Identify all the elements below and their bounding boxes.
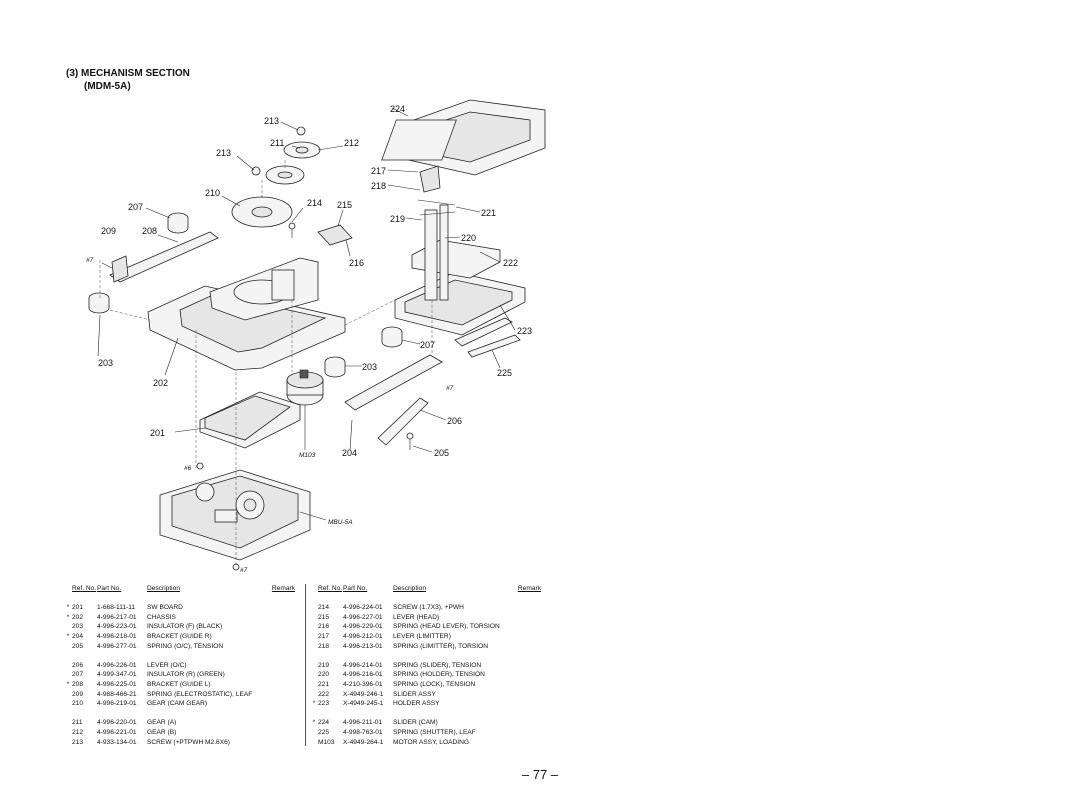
callout-224: 224 bbox=[390, 104, 405, 114]
section-title: (3) MECHANISM SECTION (MDM-5A) bbox=[66, 67, 190, 93]
callout-210: 210 bbox=[205, 188, 220, 198]
callout-225: 225 bbox=[497, 368, 512, 378]
callout-219: 219 bbox=[390, 214, 405, 224]
callout-223: 223 bbox=[517, 326, 532, 336]
table-header-row: Ref. No. Part No. Description Remark bbox=[310, 584, 541, 594]
header-part: Part No. bbox=[343, 585, 368, 592]
callout-217: 217 bbox=[371, 166, 386, 176]
callout-labels: 213 211 212 213 210 207 209 208 #7 203 2… bbox=[86, 104, 532, 574]
callout-203b: 203 bbox=[362, 362, 377, 372]
header-ref: Ref. No. bbox=[72, 585, 97, 592]
screw-6: #6 bbox=[184, 465, 192, 472]
header-part: Part No. bbox=[97, 585, 122, 592]
screw-7-bottom: #7 bbox=[240, 567, 248, 574]
callout-207b: 207 bbox=[420, 340, 435, 350]
callout-216: 216 bbox=[349, 258, 364, 268]
parts-table-right: Ref. No. Part No. Description Remark 214… bbox=[310, 584, 541, 747]
guide-bracket-left bbox=[109, 231, 219, 283]
motor-m103-label: M103 bbox=[299, 452, 316, 459]
screw-7-right: #7 bbox=[446, 385, 454, 392]
screw-7-left: #7 bbox=[86, 257, 94, 264]
callout-211: 211 bbox=[270, 138, 284, 148]
leader-lines bbox=[97, 107, 516, 521]
section-model: (MDM-5A) bbox=[84, 81, 131, 92]
callout-214: 214 bbox=[307, 198, 322, 208]
header-desc: Description bbox=[393, 585, 426, 592]
header-remark: Remark bbox=[517, 585, 541, 592]
callout-205: 205 bbox=[434, 448, 449, 458]
callout-213b: 213 bbox=[216, 148, 231, 158]
callout-222: 222 bbox=[503, 258, 518, 268]
chassis bbox=[147, 257, 346, 371]
callout-201: 201 bbox=[150, 428, 165, 438]
callout-206: 206 bbox=[447, 416, 462, 426]
callout-212: 212 bbox=[344, 138, 359, 148]
section-title-text: (3) MECHANISM SECTION bbox=[66, 68, 190, 79]
callout-213a: 213 bbox=[264, 116, 279, 126]
table-header-row: Ref. No. Part No. Description Remark bbox=[64, 584, 295, 594]
insulator-group bbox=[88, 212, 403, 378]
header-desc: Description bbox=[147, 585, 180, 592]
callout-215: 215 bbox=[337, 200, 352, 210]
callout-202: 202 bbox=[153, 378, 168, 388]
callout-209: 209 bbox=[101, 226, 116, 236]
head-lever-group bbox=[288, 222, 353, 246]
mbu-5a-unit bbox=[159, 462, 311, 571]
callout-218: 218 bbox=[371, 181, 386, 191]
callout-203a: 203 bbox=[98, 358, 113, 368]
callout-204: 204 bbox=[342, 448, 357, 458]
motor-switch-group bbox=[199, 369, 324, 449]
callout-220: 220 bbox=[461, 233, 476, 243]
exploded-view-diagram: 213 211 212 213 210 207 209 208 #7 203 2… bbox=[86, 99, 546, 574]
mbu-5a-label: MBU-5A bbox=[328, 519, 353, 526]
assembly-guide-lines bbox=[99, 160, 433, 565]
header-ref: Ref. No. bbox=[318, 585, 343, 592]
header-remark: Remark bbox=[271, 585, 295, 592]
guide-bracket-right bbox=[344, 354, 443, 450]
table-divider bbox=[305, 584, 306, 746]
holder-slider-assembly bbox=[381, 99, 546, 358]
callout-221: 221 bbox=[481, 208, 496, 218]
page-number: – 77 – bbox=[521, 767, 559, 782]
callout-208: 208 bbox=[142, 226, 157, 236]
callout-207a: 207 bbox=[128, 202, 143, 212]
parts-table-left: Ref. No. Part No. Description Remark *20… bbox=[64, 584, 295, 747]
